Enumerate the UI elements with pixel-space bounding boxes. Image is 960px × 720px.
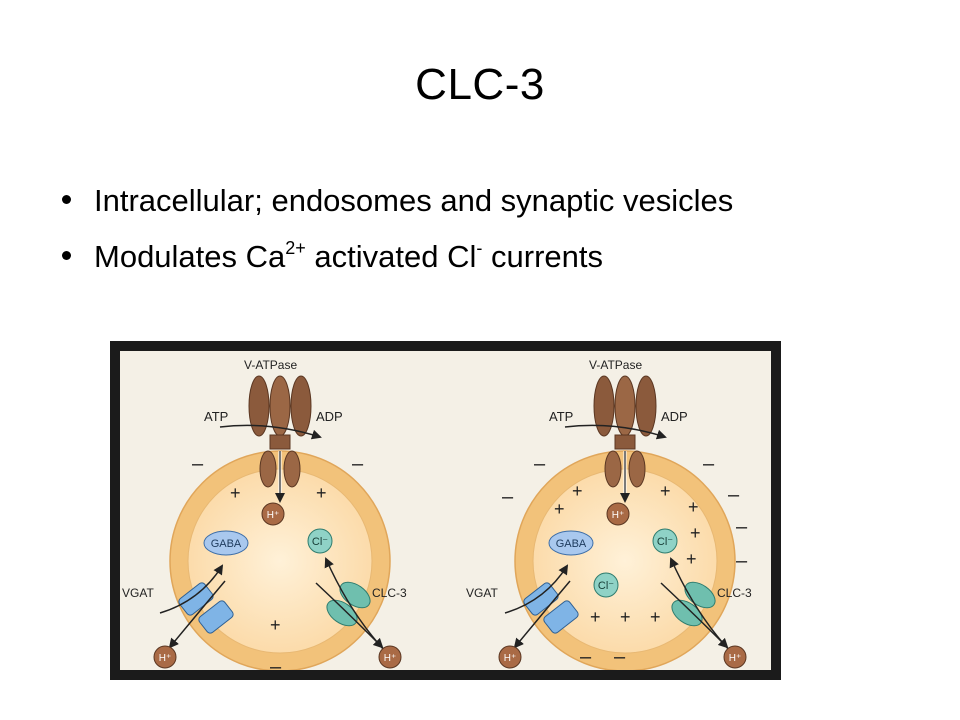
chloride-label: Cl⁻ <box>657 536 673 548</box>
bullet-text-2a: Modulates Ca <box>94 239 286 274</box>
proton-label: H⁺ <box>612 510 625 521</box>
v-atpase-pump-icon <box>593 375 657 503</box>
slide-title: CLC-3 <box>415 60 545 109</box>
svg-text:–: – <box>270 656 282 670</box>
outer-proton-right-label: H⁺ <box>384 653 397 664</box>
svg-text:–: – <box>192 453 204 475</box>
gaba-uptake-arrow <box>159 564 224 614</box>
bullet-text-1: Intracellular; endosomes and synaptic ve… <box>94 183 734 218</box>
svg-text:+: + <box>572 481 583 501</box>
svg-text:–: – <box>728 484 740 506</box>
svg-text:–: – <box>580 646 592 668</box>
membrane-charges: – – – – – – + + + + + + + + + + – – <box>502 453 748 668</box>
svg-text:+: + <box>686 549 697 569</box>
proton-efflux-arrow-left <box>168 580 226 649</box>
chloride-icon <box>652 528 678 554</box>
adp-label: ADP <box>316 409 343 424</box>
v-atpase-pump-icon <box>248 375 312 503</box>
chloride-label: Cl⁻ <box>312 536 328 548</box>
gaba-label: GABA <box>556 538 587 550</box>
outer-proton-left-label: H⁺ <box>504 653 517 664</box>
proton-icon <box>606 502 630 526</box>
outer-proton-left-icon <box>153 645 177 669</box>
outer-proton-left-label: H⁺ <box>159 653 172 664</box>
svg-text:+: + <box>660 481 671 501</box>
v-atpase-label: V-ATPase <box>589 358 642 372</box>
svg-text:+: + <box>650 607 661 627</box>
proton-efflux-arrow-left <box>513 580 571 649</box>
gaba-icon <box>203 530 249 556</box>
svg-text:+: + <box>620 607 631 627</box>
svg-text:+: + <box>554 499 565 519</box>
clc3-label: CLC-3 <box>372 586 407 600</box>
v-atpase-label: V-ATPase <box>244 358 297 372</box>
calcium-charge: 2+ <box>285 238 306 258</box>
gaba-label: GABA <box>211 538 242 550</box>
vesicle-panel-2: V-ATPase ATP ADP H⁺ GABA Cl⁻ Cl⁻ <box>466 358 752 670</box>
vesicle-panel-1: V-ATPase ATP ADP H⁺ GABA Cl⁻ <box>122 358 407 670</box>
svg-text:–: – <box>703 453 715 475</box>
bullet-text-2b: activated Cl <box>305 239 477 274</box>
bullet-dot-icon <box>62 251 71 260</box>
atp-hydrolysis-arrow <box>564 424 667 440</box>
svg-text:+: + <box>590 607 601 627</box>
proton-efflux-arrow-right <box>315 582 384 649</box>
svg-text:+: + <box>688 497 699 517</box>
svg-text:+: + <box>230 483 241 503</box>
atp-hydrolysis-arrow <box>219 424 322 440</box>
svg-text:–: – <box>614 646 626 668</box>
svg-text:+: + <box>316 483 327 503</box>
atp-label: ATP <box>549 409 573 424</box>
vgat-label: VGAT <box>466 586 498 600</box>
membrane-charges: – – + + + – <box>192 453 364 670</box>
bullet-dot-icon <box>62 195 71 204</box>
vgat-transporter-icon <box>178 582 234 634</box>
outer-proton-right-icon <box>378 645 402 669</box>
svg-text:+: + <box>270 615 281 635</box>
svg-text:–: – <box>352 453 364 475</box>
outer-proton-left-icon <box>498 645 522 669</box>
outer-proton-right-icon <box>723 645 747 669</box>
bullet-item-1: Intracellular; endosomes and synaptic ve… <box>62 178 733 234</box>
proton-icon <box>261 502 285 526</box>
vesicle-diagram-frame: V-ATPase ATP ADP H⁺ GABA Cl⁻ <box>110 341 781 680</box>
outer-proton-right-label: H⁺ <box>729 653 742 664</box>
proton-efflux-arrow-right <box>660 582 729 649</box>
svg-text:–: – <box>534 453 546 475</box>
clc3-label: CLC-3 <box>717 586 752 600</box>
gaba-uptake-arrow <box>504 564 569 614</box>
bullet-list: Intracellular; endosomes and synaptic ve… <box>62 178 733 290</box>
chloride-label-2: Cl⁻ <box>598 580 614 592</box>
svg-text:–: – <box>502 486 514 508</box>
svg-text:–: – <box>736 550 748 572</box>
atp-label: ATP <box>204 409 228 424</box>
chloride-icon-2 <box>593 572 619 598</box>
svg-text:+: + <box>690 523 701 543</box>
bullet-item-2: Modulates Ca2+ activated Cl- currents <box>62 234 733 290</box>
bullet-text-2c: currents <box>482 239 603 274</box>
chloride-icon <box>307 528 333 554</box>
adp-label: ADP <box>661 409 688 424</box>
svg-text:–: – <box>736 516 748 538</box>
vgat-label: VGAT <box>122 586 154 600</box>
chloride-charge: - <box>476 238 483 258</box>
vgat-transporter-icon <box>523 582 579 634</box>
gaba-icon <box>548 530 594 556</box>
proton-label: H⁺ <box>267 510 280 521</box>
vesicle-diagram: V-ATPase ATP ADP H⁺ GABA Cl⁻ <box>120 351 771 670</box>
